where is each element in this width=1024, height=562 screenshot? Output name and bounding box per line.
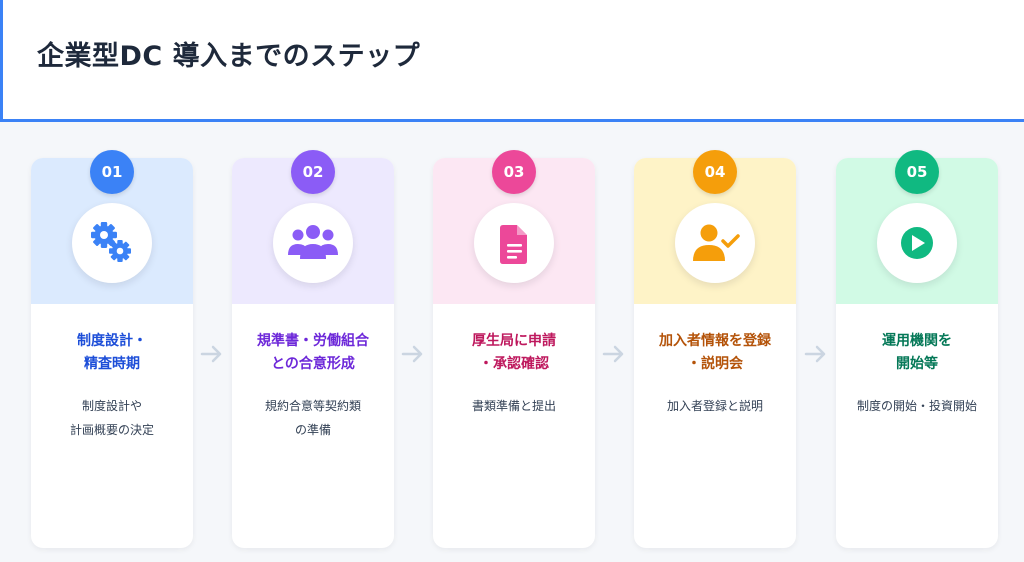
step-badge-1: 01 — [90, 150, 134, 194]
step-title-5: 運用機関を開始等 — [882, 333, 952, 372]
step-card-3: 03 厚生局に申請・承認確認 書類準備と提出 — [433, 150, 595, 548]
play-icon — [877, 203, 957, 283]
arrow-right-icon — [804, 345, 826, 363]
step-desc-2: 規約合意等契約類の準備 — [264, 399, 361, 437]
step-badge-2: 02 — [291, 150, 335, 194]
header-banner: 企業型DC 導入までのステップ — [0, 0, 1024, 122]
document-icon — [474, 203, 554, 283]
step-badge-3: 03 — [492, 150, 536, 194]
page-title: 企業型DC 導入までのステップ — [37, 41, 421, 72]
arrow-right-icon — [200, 345, 222, 363]
step-title-2: 規準書・労働組合との合意形成 — [257, 333, 369, 372]
arrow-right-icon — [602, 345, 624, 363]
gears-icon — [72, 203, 152, 283]
step-card-4: 04 加入者情報を登録・説明会 加入者登録と説明 — [634, 150, 796, 548]
step-desc-1: 制度設計や計画概要の決定 — [69, 399, 154, 437]
step-title-4: 加入者情報を登録・説明会 — [659, 333, 771, 372]
step-desc-3: 書類準備と提出 — [471, 399, 556, 413]
step-desc-4: 加入者登録と説明 — [666, 399, 763, 413]
step-card-5: 05 運用機関を開始等 制度の開始・投資開始 — [836, 150, 998, 548]
group-icon — [273, 203, 353, 283]
step-card-2: 02 規準書・労働組合との合意形成 規約合意等契約類の準備 — [232, 150, 394, 548]
step-card-1: 01 制度設計・精査時期 制度設計や計画概要の決定 — [31, 150, 193, 548]
step-desc-5: 制度の開始・投資開始 — [856, 399, 977, 413]
step-title-3: 厚生局に申請・承認確認 — [472, 333, 556, 372]
step-title-1: 制度設計・精査時期 — [77, 333, 147, 372]
user-check-icon — [675, 203, 755, 283]
step-badge-4: 04 — [693, 150, 737, 194]
arrow-right-icon — [401, 345, 423, 363]
step-badge-5: 05 — [895, 150, 939, 194]
